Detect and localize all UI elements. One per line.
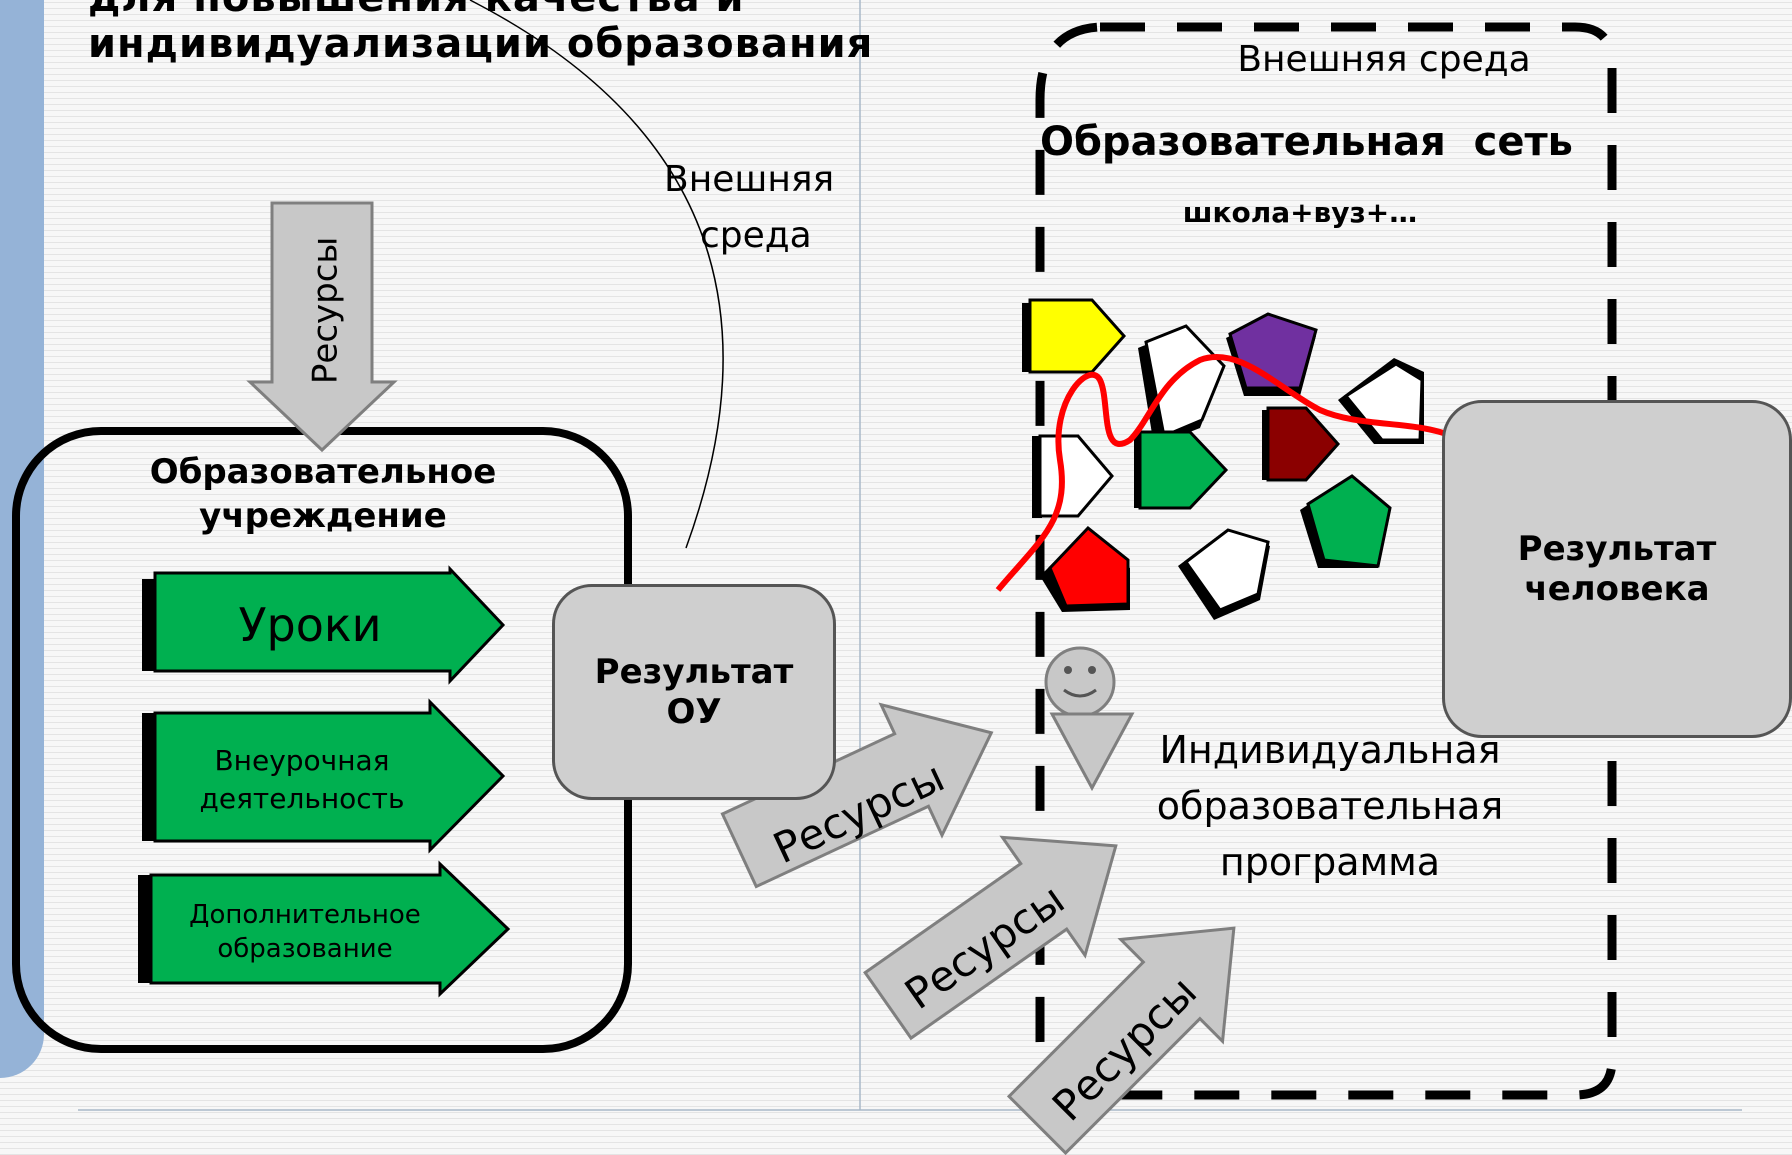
red-trajectory-curve [995, 354, 1458, 592]
shape-purple-pentagon [1226, 312, 1318, 396]
extracurricular-label-line1: Внеурочная [214, 744, 390, 777]
shape-white-arrow-3 [1032, 434, 1114, 518]
result-person-box: Результат человека [1442, 400, 1792, 738]
resources-diagonal-arrow-2 [863, 835, 1118, 1041]
institution-title-line2: учреждение [199, 496, 447, 536]
left-env-label-line2: среда [700, 215, 812, 256]
shape-white-arrow-1 [1138, 324, 1226, 446]
green-arrow-lessons [142, 565, 506, 685]
resources-diagonal-arrow-1 [720, 702, 994, 889]
green-arrow-additional [138, 860, 511, 998]
right-env-label: Внешняя среда [1237, 39, 1531, 80]
shape-darkred-arrow [1262, 406, 1341, 482]
shape-green-pentagon [1300, 474, 1392, 568]
left-env-label-line1: Внешняя [664, 159, 835, 200]
result-person-line2: человека [1524, 569, 1710, 609]
slide-title-line2: индивидуализации образования [88, 21, 874, 67]
extracurricular-label-line2: деятельность [199, 782, 405, 815]
result-ou-box: Результат ОУ [552, 584, 836, 800]
shape-red-arrow [1040, 525, 1130, 612]
additional-label-line1: Дополнительное [189, 900, 421, 930]
program-label-line3: программа [1219, 840, 1441, 884]
slide-title-line1: для повышения качества и [88, 0, 745, 22]
resources-down-arrow [246, 201, 398, 453]
result-ou-line1: Результат [594, 652, 794, 692]
shape-white-arrow-2 [1338, 358, 1424, 444]
result-ou-line2: ОУ [666, 692, 722, 732]
environment-arc [469, 0, 724, 549]
shape-yellow-arrow [1022, 298, 1127, 374]
institution-title-line1: Образовательное [149, 452, 497, 492]
lessons-label: Уроки [238, 598, 382, 652]
smiley-person-icon [1044, 646, 1135, 792]
result-person-line1: Результат [1517, 529, 1717, 569]
sidebar-bar [0, 0, 44, 1078]
network-title: Образовательная сеть [1040, 119, 1573, 165]
network-subtitle: школа+вуз+… [1182, 196, 1418, 229]
shape-green-arrow-small [1134, 430, 1229, 510]
resources-diagonal-arrow-3 [1006, 926, 1236, 1155]
program-label-line1: Индивидуальная [1159, 728, 1501, 772]
additional-label-line2: образование [217, 934, 393, 964]
shape-white-arrow-4 [1178, 528, 1270, 620]
program-label-line2: образовательная [1156, 784, 1504, 828]
green-arrow-extracurricular [142, 698, 506, 854]
resources-vertical-label: Ресурсы [305, 236, 346, 385]
